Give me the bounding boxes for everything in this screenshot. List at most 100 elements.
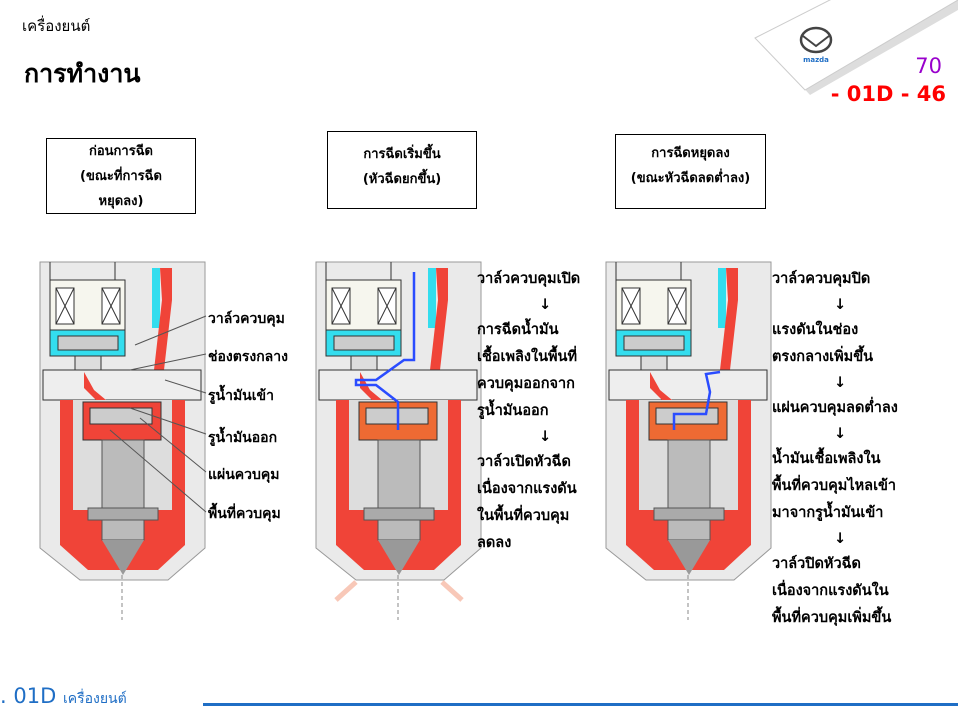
step-text: ในพื้นที่ควบคุม [477,508,570,524]
step-text: เนื่องจากแรงดันใน [772,583,889,599]
title-line: การฉีดหยุดลง [651,146,730,161]
arrow-down-icon: ↓ [834,531,847,547]
page-title: การทำงาน [24,59,141,88]
page-code: - 01D - 46 [830,82,946,106]
title-line: หยุดลง) [98,194,144,209]
injector-diagram [605,261,772,620]
coil-cross [55,287,75,325]
label-center-channel: ช่องตรงกลาง [208,349,288,365]
step-text: มาจากรูน้ำมันเข้า [772,505,884,521]
footer-code-text: . 01D [0,684,57,708]
page-number: 70 [915,54,942,78]
step-text: วาล์วปิดหัวฉีด [772,556,861,572]
leader-line [129,407,207,435]
coil-cross [101,287,121,325]
return-pipe [718,268,726,328]
coil-cross [377,287,397,325]
arrow-down-icon: ↓ [539,297,552,313]
leader-line [139,417,207,473]
label-inlet-hole: รูน้ำมันเข้า [208,388,274,404]
needle-collar [87,507,159,521]
leader-line [164,379,207,394]
step-text: วาล์วควบคุมปิด [772,271,871,287]
arrow-down-icon: ↓ [834,426,847,442]
armature-plate [57,335,119,351]
step-text: พื้นที่ควบคุมเพิ่มขึ้น [772,610,892,626]
arrow-down-icon: ↓ [834,297,847,313]
leader-line [109,429,207,513]
fuel-flow-arrow [354,272,416,430]
needle-collar [363,507,435,521]
step-text: รูน้ำมันออก [477,403,549,419]
coil-cross [667,287,687,325]
step-text: พื้นที่ควบคุมไหลเข้า [772,478,897,494]
step-text: ตรงกลางเพิ่มขึ้น [772,349,874,365]
needle-valve [667,439,711,541]
footer-section: เครื่องยนต์ [62,691,127,707]
label-control-plate: แผ่นควบคุม [208,467,280,483]
title-line: ก่อนการฉีด [88,144,154,159]
center-channel [650,372,672,402]
supply-pipe [720,268,738,370]
step-text: เชื้อเพลิงในพื้นที่ [477,349,578,365]
needle-collar [653,507,725,521]
armature-plate [623,335,685,351]
needle-tip [102,540,144,575]
supply-pipe [154,268,172,370]
mazda-logo-icon [799,26,833,54]
panel-title-before-injection: ก่อนการฉีด (ขณะที่การฉีด หยุดลง) [46,138,196,214]
valve-body [608,369,768,401]
label-control-area: พื้นที่ควบคุม [208,506,281,522]
section-label: เครื่องยนต์ [22,17,91,35]
center-channel [360,372,382,402]
step-text: วาล์วควบคุมเปิด [477,271,581,287]
needle-valve [377,439,421,541]
title-line: (หัวฉีดยกขึ้น) [362,172,442,187]
injector-diagram [39,261,206,620]
needle-tip [668,540,710,575]
valve-body [318,369,478,401]
coil-cross [621,287,641,325]
footer-divider [203,703,958,706]
steps-injection-end: วาล์วควบคุมปิด ↓ แรงดันในช่องตรงกลางเพิ่มข… [772,266,898,632]
injector-diagram [315,261,482,620]
steps-injection-start: วาล์วควบคุมเปิด ↓ การฉีดน้ำมันเชื้อเพลิงใน… [477,266,580,557]
title-line: (ขณะที่การฉีด [80,169,162,184]
supply-pipe [430,268,448,370]
return-pipe [152,268,160,328]
control-valve [640,355,668,371]
needle-valve [101,439,145,541]
label-outlet-hole: รูน้ำมันออก [208,430,278,446]
fuel-flow-arrow [672,370,721,430]
control-plate [89,407,153,425]
step-text: วาล์วเปิดหัวฉีด [477,454,571,470]
armature-plate [333,335,395,351]
coil-cross [331,287,351,325]
title-line: (ขณะหัวฉีดลดต่ำลง) [630,171,751,186]
step-text: ลดลง [477,535,512,551]
step-text: การฉีดน้ำมัน [477,322,559,338]
label-control-valve: วาล์วควบคุม [208,311,285,327]
needle-tip [378,540,420,575]
panel-title-injection-end: การฉีดหยุดลง (ขณะหัวฉีดลดต่ำลง) [615,134,766,209]
title-line: การฉีดเริ่มขึ้น [363,147,441,162]
arrow-down-icon: ↓ [539,429,552,445]
step-text: เนื่องจากแรงดัน [477,481,577,497]
mazda-logo-wings [802,35,830,48]
arrow-down-icon: ↓ [834,375,847,391]
panel-title-injection-start: การฉีดเริ่มขึ้น (หัวฉีดยกขึ้น) [327,131,477,209]
control-valve [350,355,378,371]
leader-line [134,315,207,346]
control-valve [74,355,102,371]
valve-body [42,369,202,401]
center-channel [84,372,106,402]
return-pipe [428,268,436,328]
footer-code: . 01D เครื่องยนต์ [0,684,127,710]
step-text: แรงดันในช่อง [772,322,859,338]
step-text: ควบคุมออกจาก [477,376,575,392]
leader-line [129,353,207,371]
control-plate [655,407,719,425]
logo-banner-face [754,0,958,91]
